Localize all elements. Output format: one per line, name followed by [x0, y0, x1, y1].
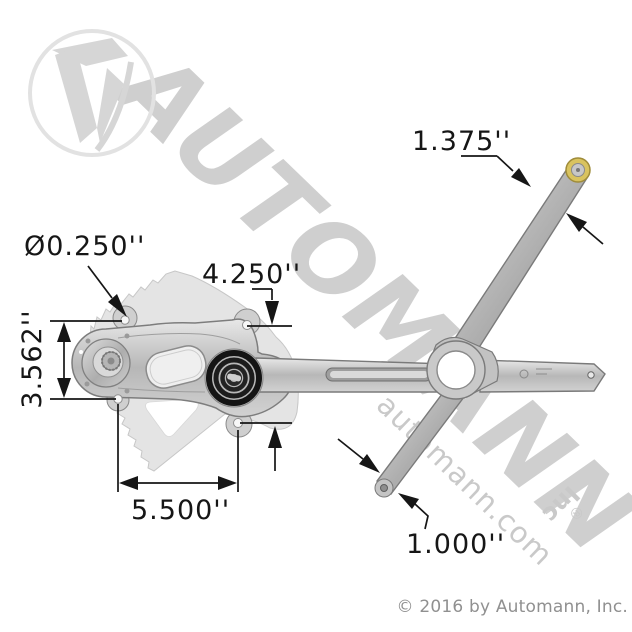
- copyright-notice: © 2016 by Automann, Inc.: [396, 597, 628, 617]
- dim-arm-1000: [337, 438, 429, 530]
- automann-wing-logo-icon: [28, 29, 156, 157]
- center-pivot: [426, 336, 499, 400]
- crank-shaft-boss: [79, 338, 131, 388]
- dim-label-bracket-width: 5.500'': [131, 495, 231, 526]
- roller: [565, 157, 591, 183]
- dim-width-5500: [117, 404, 239, 492]
- lower-arm-hole: [380, 484, 388, 492]
- dim-label-lower-arm-width: 1.000'': [406, 529, 506, 560]
- dim-label-upper-arm-width: 1.375'': [412, 126, 512, 157]
- dim-span-4250: [240, 288, 292, 471]
- housing-rivets: [84, 333, 130, 394]
- drive-arm: [255, 357, 451, 393]
- channel-rail: [479, 359, 606, 393]
- dim-diameter-leader: [87, 265, 127, 317]
- spiral-spring: [204, 348, 264, 408]
- pivot-hole: [436, 350, 476, 390]
- dim-arm-1375: [461, 155, 604, 245]
- dim-height-3562: [50, 320, 122, 400]
- mounting-holes: [113, 315, 252, 428]
- regulator-housing: [71, 318, 294, 418]
- dim-label-bracket-height: 3.562'': [17, 309, 48, 409]
- upper-lift-arm: [445, 165, 588, 370]
- dimension-lines: [50, 155, 604, 530]
- housing-slot: [145, 345, 207, 389]
- dim-label-hole-span: 4.250'': [202, 259, 302, 290]
- dim-label-mounting-hole-diameter: Ø0.250'': [24, 231, 146, 262]
